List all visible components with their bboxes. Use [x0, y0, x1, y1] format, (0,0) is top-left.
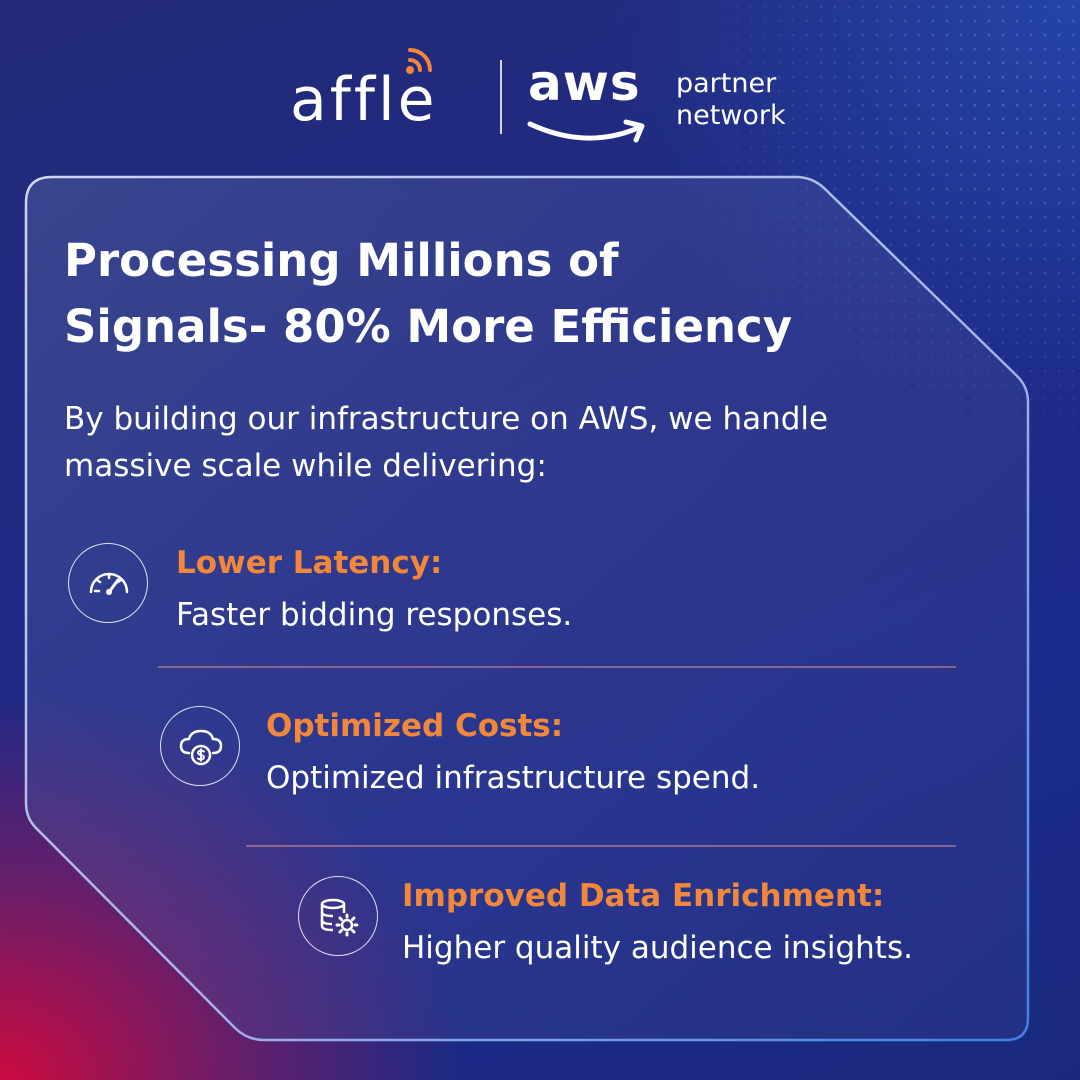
intro-line-2: massive scale while delivering:: [64, 448, 547, 484]
benefit-title: Optimized Costs:: [266, 708, 564, 744]
benefit-description: Higher quality audience insights.: [402, 930, 913, 966]
cloud-cost-icon: [160, 706, 240, 786]
speedometer-icon: [68, 543, 148, 623]
aws-logo: aws: [528, 54, 641, 112]
logo-divider: [500, 60, 502, 134]
partner-line: partner: [676, 68, 777, 99]
aws-smile-icon: [527, 119, 645, 143]
benefit-description: Optimized infrastructure spend.: [266, 760, 761, 796]
benefit-data-enrichment: Improved Data Enrichment: Higher quality…: [298, 876, 1058, 976]
partner-network-label: partner network: [676, 68, 786, 132]
benefit-title: Lower Latency:: [176, 545, 443, 581]
signal-icon: [406, 48, 432, 74]
database-gear-icon: [298, 876, 378, 956]
benefit-optimized-costs: Optimized Costs: Optimized infrastructur…: [160, 706, 920, 806]
headline: Processing Millions of Signals- 80% More…: [64, 228, 944, 360]
headline-line-2: Signals- 80% More Efficiency: [64, 300, 793, 353]
benefit-lower-latency: Lower Latency: Faster bidding responses.: [68, 543, 768, 643]
affle-logo: affle: [290, 65, 438, 135]
network-line: network: [676, 100, 786, 131]
separator-line: [158, 666, 956, 668]
separator-line: [246, 845, 956, 847]
headline-line-1: Processing Millions of: [64, 234, 619, 287]
benefit-title: Improved Data Enrichment:: [402, 878, 885, 914]
intro-line-1: By building our infrastructure on AWS, w…: [64, 401, 829, 437]
header-logos: affle aws partner network: [0, 40, 1080, 143]
intro-text: By building our infrastructure on AWS, w…: [64, 396, 1024, 490]
benefit-description: Faster bidding responses.: [176, 597, 573, 633]
